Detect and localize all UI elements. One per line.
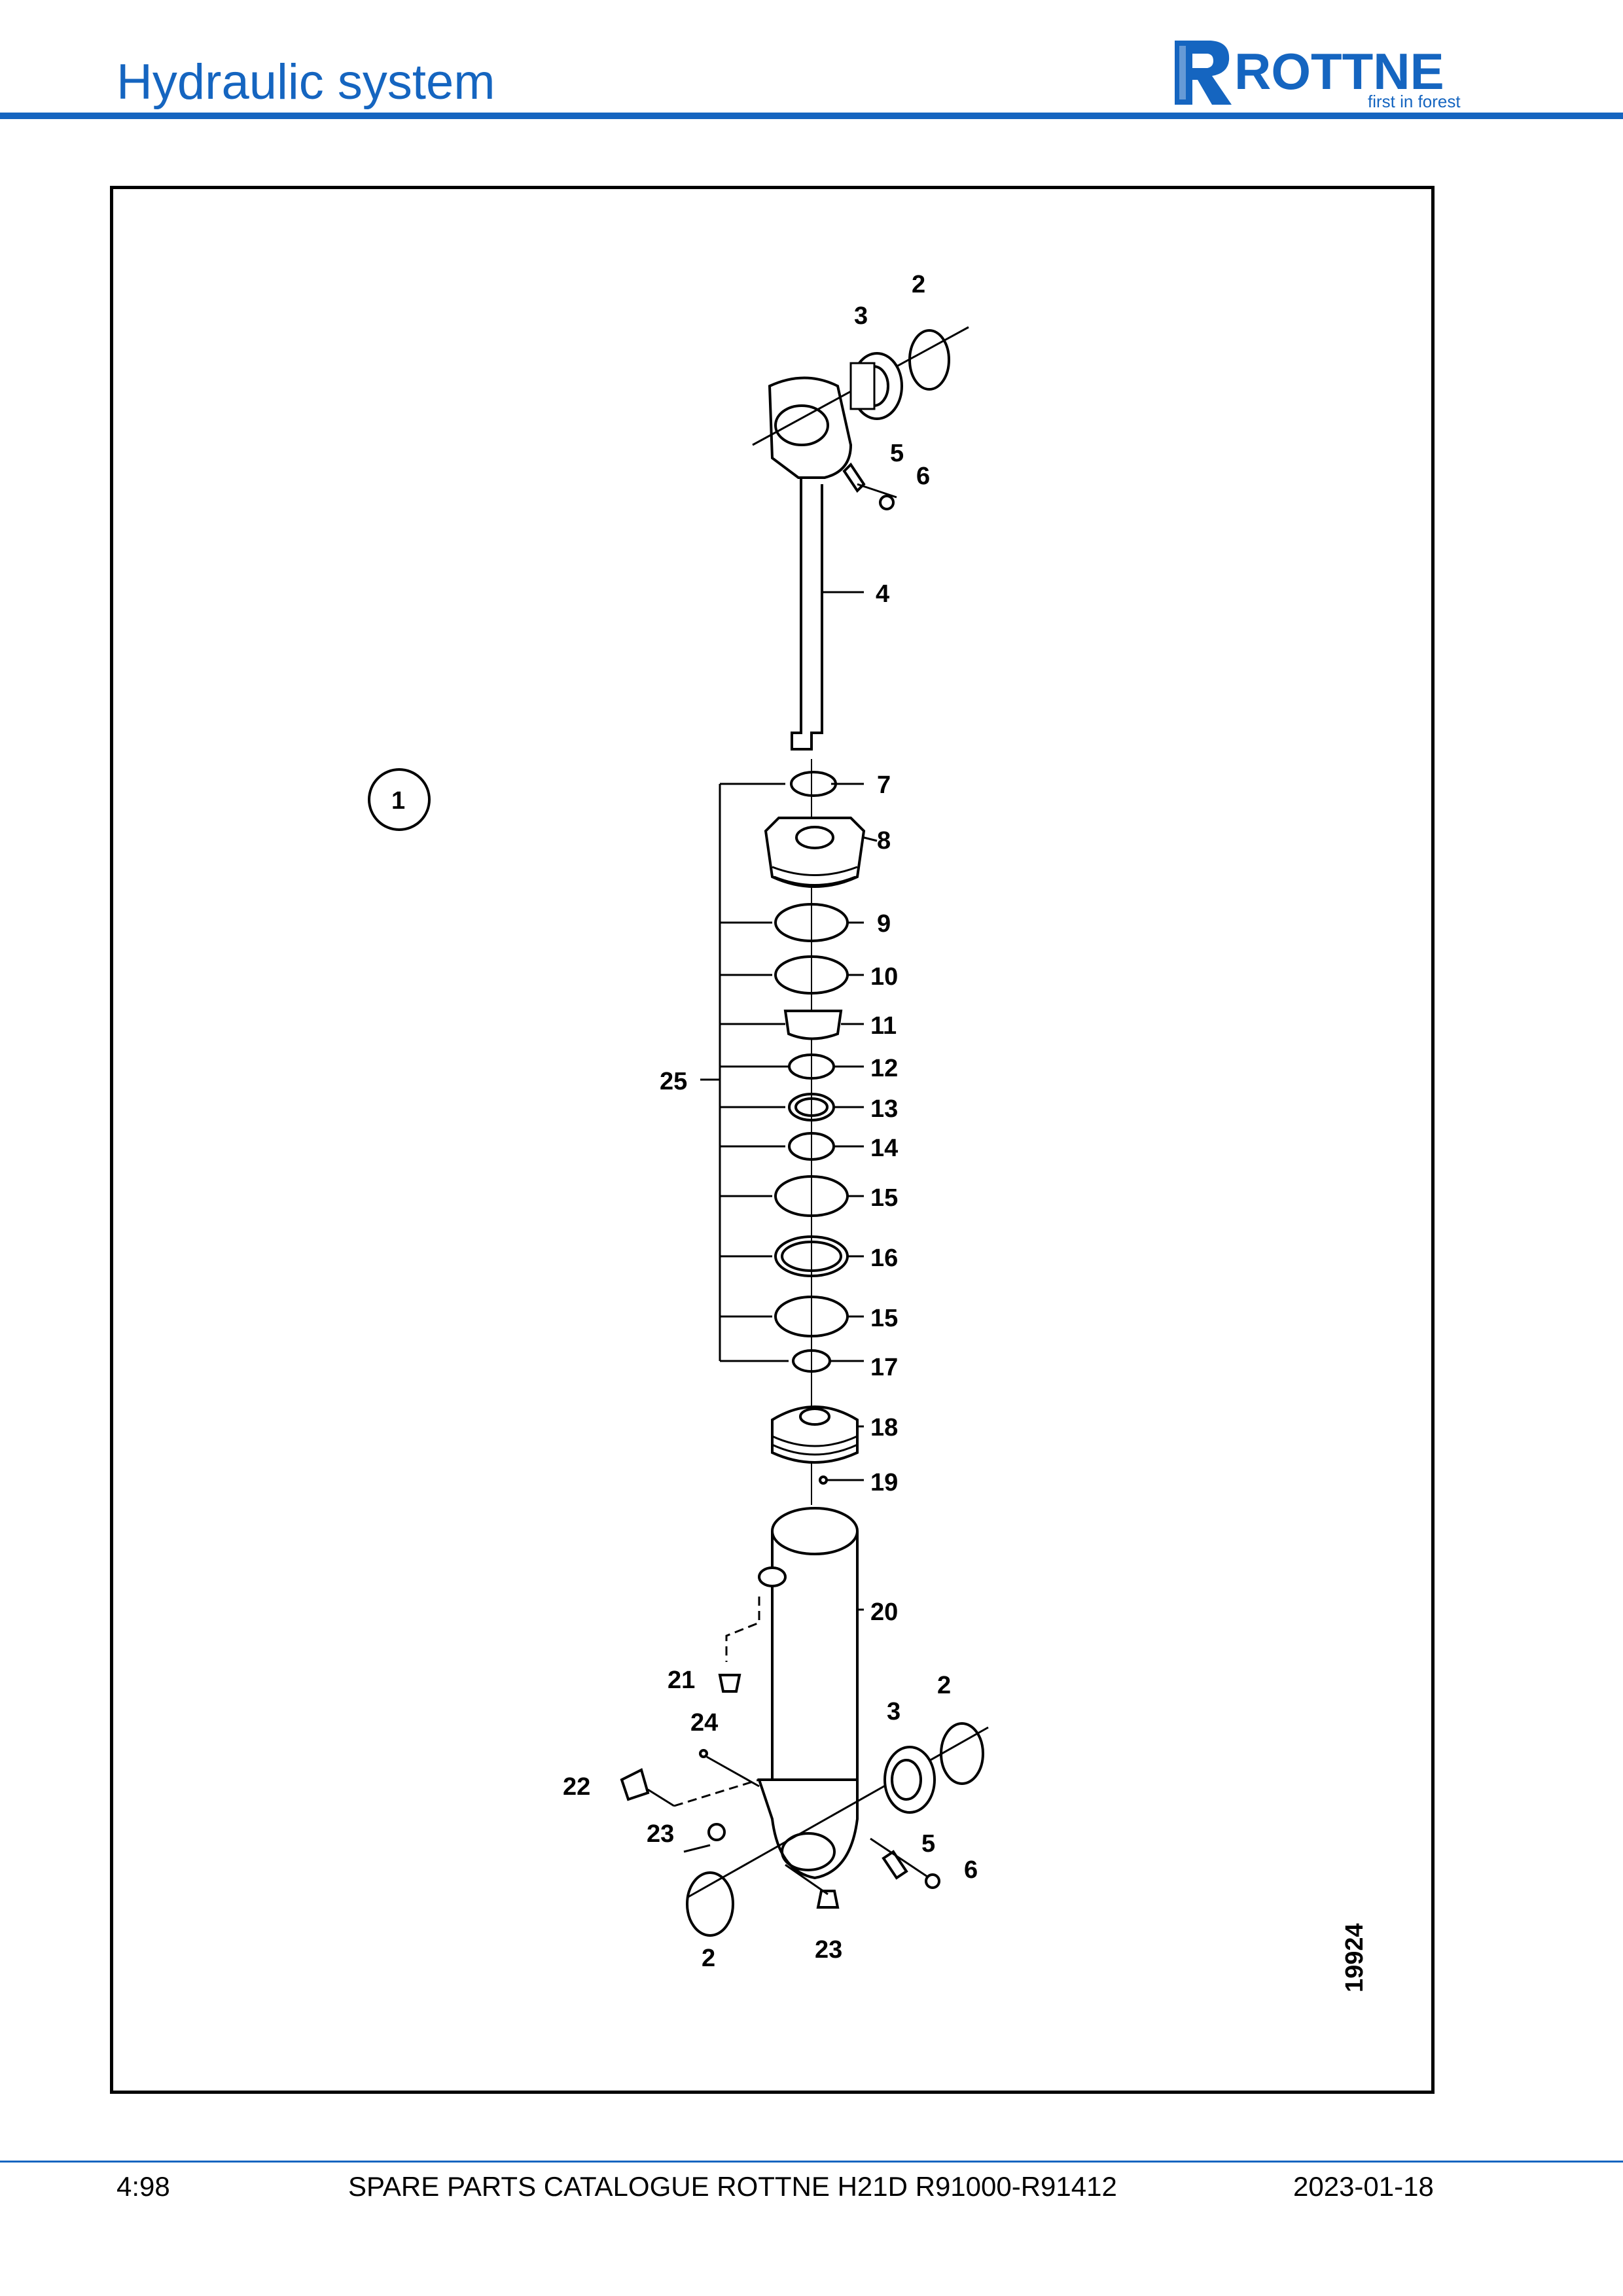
callout-2-right: 2 <box>937 1672 951 1699</box>
callout-3-bottom: 3 <box>887 1698 901 1725</box>
assembly-number: 1 <box>391 787 405 815</box>
callout-15-a: 15 <box>870 1184 898 1212</box>
callout-4: 4 <box>876 580 889 608</box>
image-number: 19924 <box>1341 1923 1368 1992</box>
logo-name: ROTTNE <box>1234 43 1444 100</box>
callout-19: 19 <box>870 1469 898 1496</box>
page-title: Hydraulic system <box>116 54 495 110</box>
callout-23-left: 23 <box>647 1820 674 1848</box>
callout-14: 14 <box>870 1135 898 1162</box>
callout-12: 12 <box>870 1055 898 1082</box>
callout-17: 17 <box>870 1354 898 1381</box>
callout-2-left: 2 <box>702 1945 715 1972</box>
callout-11: 11 <box>870 1012 897 1040</box>
footer-date: 2023-01-18 <box>1293 2171 1434 2202</box>
callout-6-top: 6 <box>916 463 930 490</box>
callout-5-top: 5 <box>890 440 904 467</box>
callout-7: 7 <box>877 771 891 799</box>
callout-5-bottom: 5 <box>921 1830 935 1858</box>
footer-rule <box>0 2161 1623 2163</box>
callout-18: 18 <box>870 1414 898 1441</box>
callout-23-bottom: 23 <box>815 1936 842 1964</box>
callout-13: 13 <box>870 1095 898 1123</box>
header-rule <box>0 113 1623 119</box>
callout-6-bottom: 6 <box>964 1856 978 1884</box>
callout-20: 20 <box>870 1598 898 1626</box>
callout-24: 24 <box>690 1709 718 1737</box>
callout-15-b: 15 <box>870 1305 898 1332</box>
rottne-logo-icon: ROTTNE first in forest <box>1175 41 1461 109</box>
callout-22: 22 <box>563 1773 590 1801</box>
callout-21: 21 <box>668 1667 695 1694</box>
callout-8: 8 <box>877 827 891 855</box>
footer-catalogue-title: SPARE PARTS CATALOGUE ROTTNE H21D R91000… <box>348 2171 1117 2202</box>
callout-25: 25 <box>660 1068 687 1095</box>
callout-2-top: 2 <box>912 271 925 298</box>
diagram-frame <box>110 186 1435 2094</box>
callout-9: 9 <box>877 910 891 938</box>
callout-10: 10 <box>870 963 898 991</box>
footer-page-number: 4:98 <box>116 2171 170 2202</box>
logo-tagline: first in forest <box>1368 92 1461 109</box>
callout-16: 16 <box>870 1245 898 1272</box>
callout-3-top: 3 <box>854 302 868 330</box>
